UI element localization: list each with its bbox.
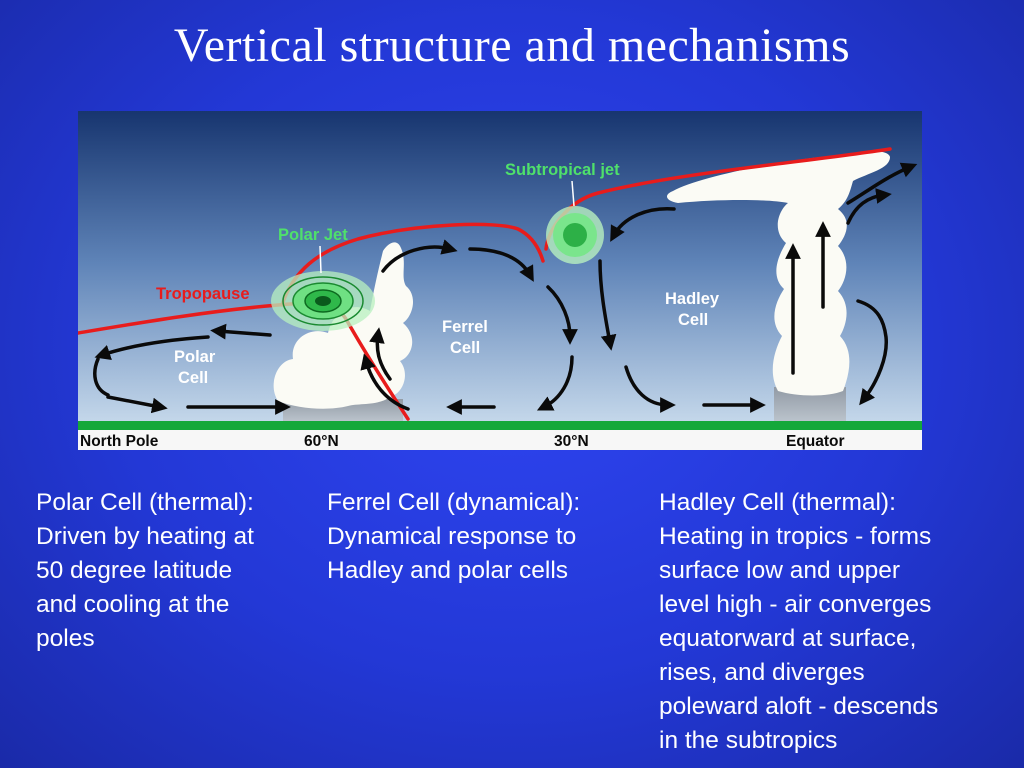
subtropical-jet-stream: [546, 206, 604, 264]
tropopause-label: Tropopause: [156, 285, 250, 303]
hadley-desc-line: rises, and diverges: [659, 659, 865, 686]
axis-label-30n: 30°N: [554, 433, 589, 450]
polar-cell-description: Polar Cell (thermal): Driven by heating …: [36, 486, 316, 656]
polar-desc-line: poles: [36, 625, 95, 652]
ferrel-desc-line: Hadley and polar cells: [327, 557, 569, 584]
polar-jet-label: Polar Jet: [278, 226, 348, 244]
hadley-surface-arrow: [624, 365, 676, 413]
ferrel-desc-line: Dynamical response to: [327, 523, 577, 550]
hadley-outer-top-arrow: [846, 188, 892, 225]
hadley-cell-label-line1: Hadley: [665, 290, 720, 308]
polar-desc-line: and cooling at the: [36, 591, 230, 618]
hadley-desc-line: surface low and upper: [659, 557, 901, 584]
subtropical-jet-label: Subtropical jet: [505, 161, 620, 179]
ferrel-desc-line: Ferrel Cell (dynamical):: [327, 489, 581, 516]
ferrel-inner-arrow: [369, 327, 392, 381]
hadley-desc-line: Heating in tropics - forms: [659, 523, 932, 550]
ferrel-descend-arrow: [546, 285, 578, 345]
ground-surface: [78, 421, 922, 430]
hadley-desc-line: Hadley Cell (thermal):: [659, 489, 896, 516]
ferrel-rise-arrow: [360, 353, 410, 411]
axis-label-60n: 60°N: [304, 433, 339, 450]
hadley-cell-description: Hadley Cell (thermal): Heating in tropic…: [659, 486, 1004, 758]
polar-cell-label-line2: Cell: [178, 369, 208, 387]
polar-desc-line: Polar Cell (thermal):: [36, 489, 254, 516]
hadley-desc-line: in the subtropics: [659, 727, 838, 754]
hadley-desc-line: poleward aloft - descends: [659, 693, 939, 720]
polar-cell-label-line1: Polar: [174, 348, 216, 366]
polar-upper-arrow: [210, 323, 272, 340]
ferrel-upper-arrow: [468, 247, 534, 282]
hadley-desc-line: level high - air converges: [659, 591, 932, 618]
ferrel-cell-label-line2: Cell: [450, 339, 480, 357]
circulation-svg: Subtropical jet Polar Jet Tropopause Pol…: [78, 111, 922, 450]
hadley-outer-descend-arrow: [856, 299, 888, 406]
polar-surface-left-arrow: [106, 395, 168, 414]
hadley-outflow-arrow: [846, 162, 918, 205]
circulation-diagram: Subtropical jet Polar Jet Tropopause Pol…: [78, 111, 922, 450]
equatorial-cloud-tower: [666, 151, 890, 421]
hadley-desc-line: equatorward at surface,: [659, 625, 917, 652]
ferrel-descend-lower-arrow: [536, 355, 574, 411]
ferrel-cell-label-line1: Ferrel: [442, 318, 488, 336]
latitude-axis-strip: [78, 430, 922, 450]
subtropical-jet-leader: [571, 180, 575, 207]
slide-title: Vertical structure and mechanisms: [173, 19, 851, 72]
ferrel-aloft-arrow: [381, 239, 458, 273]
hadley-descend-arrow: [598, 259, 617, 351]
polar-desc-line: Driven by heating at: [36, 523, 254, 550]
polar-jet-leader: [319, 245, 322, 274]
circulation-arrows: [93, 162, 918, 415]
polar-jet-stream: [271, 271, 375, 331]
axis-label-north-pole: North Pole: [80, 433, 159, 450]
polar-aloft-arrow: [94, 335, 210, 360]
polar-desc-line: 50 degree latitude: [36, 557, 233, 584]
ferrel-cell-description: Ferrel Cell (dynamical): Dynamical respo…: [327, 486, 637, 588]
hadley-aloft-arrow: [610, 207, 676, 242]
axis-label-equator: Equator: [786, 433, 845, 450]
hadley-cell-label-line2: Cell: [678, 311, 708, 329]
polar-descend-arrow: [93, 357, 110, 397]
